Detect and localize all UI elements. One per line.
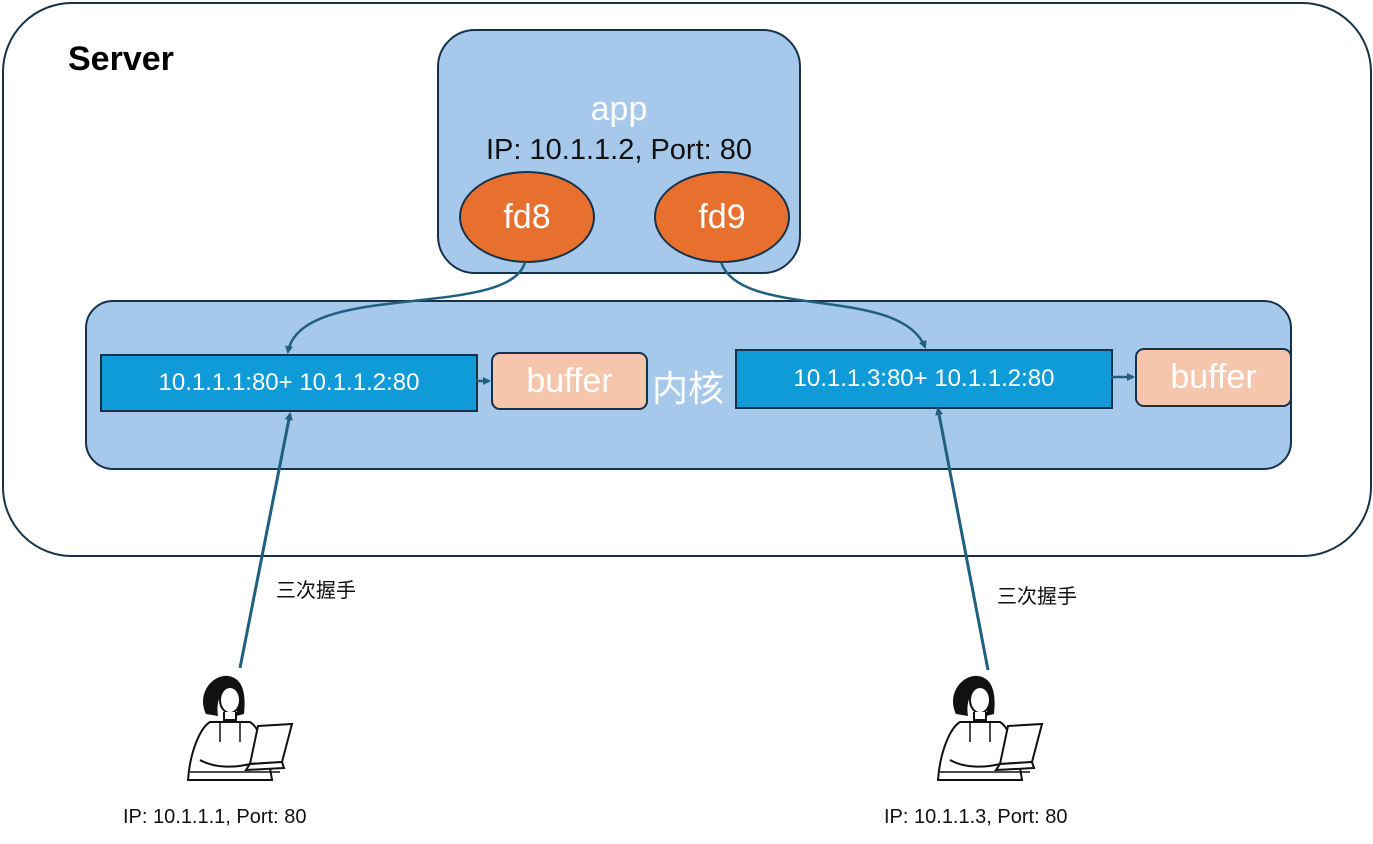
kernel-label: 内核: [652, 368, 725, 409]
fd9-to-connection-2-arrow: [719, 261, 927, 349]
server-title: Server: [68, 40, 174, 78]
connection-1: 10.1.1.1:80+ 10.1.1.2:80: [100, 354, 478, 412]
client-2-address: IP: 10.1.1.3, Port: 80: [884, 806, 1068, 828]
app-name: app: [590, 90, 648, 128]
fd8-node: fd8: [459, 171, 595, 263]
buffer-1: buffer: [491, 352, 648, 410]
app-address: IP: 10.1.1.2, Port: 80: [486, 134, 752, 166]
person-with-laptop-icon: [180, 672, 300, 784]
fd8-to-connection-1-arrow: [285, 261, 527, 354]
buffer-2: buffer: [1135, 348, 1292, 407]
client-1-handshake-arrow: [238, 412, 293, 669]
client-1-address: IP: 10.1.1.1, Port: 80: [123, 806, 307, 828]
connection-2: 10.1.1.3:80+ 10.1.1.2:80: [735, 349, 1113, 409]
handshake-label-1: 三次握手: [276, 580, 356, 602]
person-with-laptop-icon: [930, 672, 1050, 784]
handshake-label-2: 三次握手: [997, 586, 1077, 608]
client-2-handshake-arrow: [935, 407, 990, 671]
